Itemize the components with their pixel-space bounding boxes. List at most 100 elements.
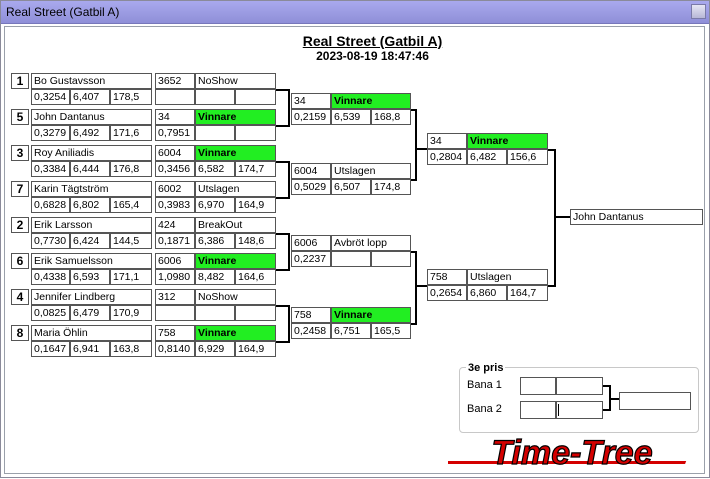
heat-status: Utslagen bbox=[195, 181, 276, 197]
speed: 164,7 bbox=[507, 285, 548, 301]
elapsed-time: 6,593 bbox=[70, 269, 110, 285]
speed: 164,9 bbox=[235, 197, 276, 213]
reaction-time bbox=[155, 305, 195, 321]
bracket-connector bbox=[411, 323, 417, 325]
elapsed-time bbox=[331, 251, 371, 267]
elapsed-time: 6,860 bbox=[467, 285, 507, 301]
bracket-connector bbox=[603, 409, 611, 411]
car-number: 6006 bbox=[291, 235, 331, 251]
elapsed-time: 6,539 bbox=[331, 109, 371, 125]
reaction-time: 0,3384 bbox=[31, 161, 70, 177]
bracket-connector bbox=[276, 305, 290, 307]
heat-status: NoShow bbox=[195, 289, 276, 305]
heat-status: Avbröt lopp bbox=[331, 235, 411, 251]
speed: 170,9 bbox=[110, 305, 152, 321]
reaction-time: 0,2458 bbox=[291, 323, 331, 339]
lane1-label: Bana 1 bbox=[467, 379, 502, 391]
speed: 165,4 bbox=[110, 197, 152, 213]
elapsed-time: 6,407 bbox=[70, 89, 110, 105]
speed: 174,7 bbox=[235, 161, 276, 177]
third-place-title: 3e pris bbox=[466, 362, 506, 374]
reaction-time: 0,7951 bbox=[155, 125, 195, 141]
reaction-time: 0,3279 bbox=[31, 125, 70, 141]
elapsed-time: 6,751 bbox=[331, 323, 371, 339]
reaction-time: 0,8140 bbox=[155, 341, 195, 357]
reaction-time: 0,0825 bbox=[31, 305, 70, 321]
car-number: 6004 bbox=[291, 163, 331, 179]
heat-status: BreakOut bbox=[195, 217, 276, 233]
driver-name: Bo Gustavsson bbox=[31, 73, 152, 89]
third-place-group bbox=[459, 367, 699, 433]
speed bbox=[235, 305, 276, 321]
event-datetime: 2023-08-19 18:47:46 bbox=[316, 49, 429, 63]
third-place-winner-field[interactable] bbox=[619, 392, 691, 410]
elapsed-time: 6,492 bbox=[70, 125, 110, 141]
elapsed-time: 6,802 bbox=[70, 197, 110, 213]
car-number: 34 bbox=[427, 133, 467, 149]
speed: 171,6 bbox=[110, 125, 152, 141]
speed: 163,8 bbox=[110, 341, 152, 357]
text-cursor bbox=[558, 404, 559, 416]
bracket-connector bbox=[554, 216, 570, 218]
bracket-connector bbox=[609, 385, 611, 411]
car-number: 758 bbox=[155, 325, 195, 341]
reaction-time: 0,5029 bbox=[291, 179, 331, 195]
bracket-connector bbox=[415, 251, 417, 325]
lane2-car-field[interactable] bbox=[520, 401, 556, 419]
title-bar: Real Street (Gatbil A) bbox=[1, 1, 709, 24]
car-number: 424 bbox=[155, 217, 195, 233]
bracket-connector bbox=[411, 179, 417, 181]
seed-number: 2 bbox=[11, 217, 29, 233]
driver-name: Karin Tägtström bbox=[31, 181, 152, 197]
lane1-car-field[interactable] bbox=[520, 377, 556, 395]
bracket-connector bbox=[603, 385, 611, 387]
seed-number: 1 bbox=[11, 73, 29, 89]
seed-number: 6 bbox=[11, 253, 29, 269]
bracket-connector bbox=[554, 149, 556, 287]
heat-status: NoShow bbox=[195, 73, 276, 89]
bracket-connector bbox=[611, 398, 619, 400]
window-control-button[interactable] bbox=[691, 4, 706, 19]
bracket-connector bbox=[276, 197, 290, 199]
driver-name: Jennifer Lindberg bbox=[31, 289, 152, 305]
bracket-connector bbox=[276, 161, 290, 163]
driver-name: Roy Aniliadis bbox=[31, 145, 152, 161]
speed: 168,8 bbox=[371, 109, 411, 125]
reaction-time: 0,2237 bbox=[291, 251, 331, 267]
bracket-connector bbox=[288, 89, 290, 127]
heat-status: Vinnare bbox=[467, 133, 548, 149]
speed bbox=[371, 251, 411, 267]
car-number: 312 bbox=[155, 289, 195, 305]
speed: 156,6 bbox=[507, 149, 548, 165]
logo-text: Time-Tree bbox=[491, 434, 652, 472]
lane2-label: Bana 2 bbox=[467, 403, 502, 415]
heat-status: Vinnare bbox=[195, 109, 276, 125]
speed: 171,1 bbox=[110, 269, 152, 285]
reaction-time: 0,3983 bbox=[155, 197, 195, 213]
elapsed-time: 6,444 bbox=[70, 161, 110, 177]
final-winner: John Dantanus bbox=[570, 209, 703, 225]
car-number: 6004 bbox=[155, 145, 195, 161]
reaction-time: 0,4338 bbox=[31, 269, 70, 285]
heat-status: Vinnare bbox=[195, 253, 276, 269]
elapsed-time: 6,582 bbox=[195, 161, 235, 177]
driver-name: Erik Samuelsson bbox=[31, 253, 152, 269]
lane1-status-field[interactable] bbox=[556, 377, 603, 395]
speed: 144,5 bbox=[110, 233, 152, 249]
reaction-time: 0,3456 bbox=[155, 161, 195, 177]
reaction-time: 0,1647 bbox=[31, 341, 70, 357]
bracket-connector bbox=[288, 305, 290, 343]
car-number: 34 bbox=[291, 93, 331, 109]
seed-number: 5 bbox=[11, 109, 29, 125]
bracket-connector bbox=[276, 233, 290, 235]
time-tree-logo: Time-Tree bbox=[441, 433, 700, 474]
speed: 174,8 bbox=[371, 179, 411, 195]
driver-name: John Dantanus bbox=[31, 109, 152, 125]
elapsed-time bbox=[195, 125, 235, 141]
bracket-connector bbox=[276, 89, 290, 91]
window-title: Real Street (Gatbil A) bbox=[6, 5, 120, 19]
reaction-time: 0,2159 bbox=[291, 109, 331, 125]
heat-status: Vinnare bbox=[195, 145, 276, 161]
lane2-status-field[interactable] bbox=[556, 401, 603, 419]
elapsed-time bbox=[195, 89, 235, 105]
